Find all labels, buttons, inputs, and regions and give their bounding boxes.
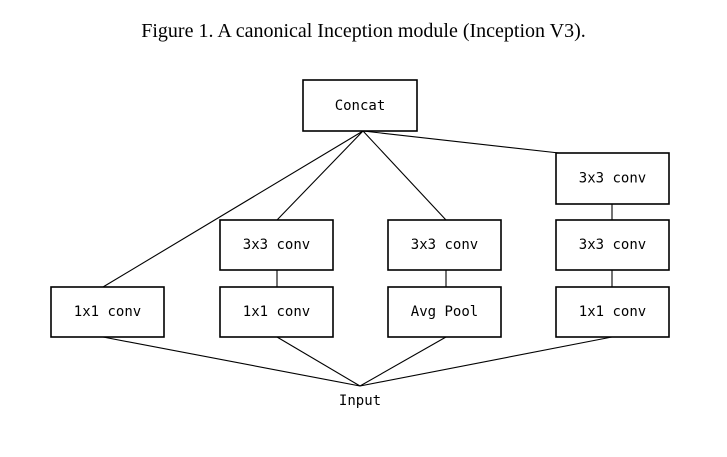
branch-internal-edges xyxy=(276,204,613,287)
edge-input-to-branch3 xyxy=(359,336,447,387)
conv3x3-b-box xyxy=(219,219,334,271)
conv3x3-b-label: 3x3 conv xyxy=(243,237,310,253)
input-label: Input xyxy=(339,393,381,409)
edge-input-to-branch2 xyxy=(276,336,361,387)
concat-edges xyxy=(102,130,560,288)
edge-concat-to-branch1 xyxy=(102,130,364,288)
concat-label: Concat xyxy=(335,98,386,114)
concat-node: Concat xyxy=(302,79,418,132)
branch-2: 3x3 conv 1x1 conv xyxy=(219,219,334,338)
conv1x1-a-box xyxy=(50,286,165,338)
conv3x3-c-label: 3x3 conv xyxy=(411,237,478,253)
avg-pool-box xyxy=(387,286,502,338)
input-edges xyxy=(102,336,613,387)
edge-input-to-branch1 xyxy=(102,336,361,387)
edge-input-to-branch4 xyxy=(359,336,613,387)
conv3x3-d-top-box xyxy=(555,152,670,205)
conv3x3-c-box xyxy=(387,219,502,271)
edge-concat-to-branch4 xyxy=(362,130,560,154)
branch-3: 3x3 conv Avg Pool xyxy=(387,219,502,338)
conv1x1-b-box xyxy=(219,286,334,338)
conv1x1-a-label: 1x1 conv xyxy=(74,304,141,320)
branch-1: 1x1 conv xyxy=(50,286,165,338)
conv3x3-d-top-label: 3x3 conv xyxy=(579,171,646,187)
concat-box xyxy=(302,79,418,132)
edge-concat-to-branch2 xyxy=(276,130,364,221)
edge-concat-to-branch3 xyxy=(362,130,447,221)
branch-4: 3x3 conv 3x3 conv 1x1 conv xyxy=(555,152,670,338)
conv1x1-b-label: 1x1 conv xyxy=(243,304,310,320)
conv1x1-d-box xyxy=(555,286,670,338)
conv1x1-d-label: 1x1 conv xyxy=(579,304,646,320)
conv3x3-d-mid-box xyxy=(555,219,670,271)
figure-caption: Figure 1. A canonical Inception module (… xyxy=(141,20,586,42)
conv3x3-d-mid-label: 3x3 conv xyxy=(579,237,646,253)
avg-pool-label: Avg Pool xyxy=(411,304,478,320)
